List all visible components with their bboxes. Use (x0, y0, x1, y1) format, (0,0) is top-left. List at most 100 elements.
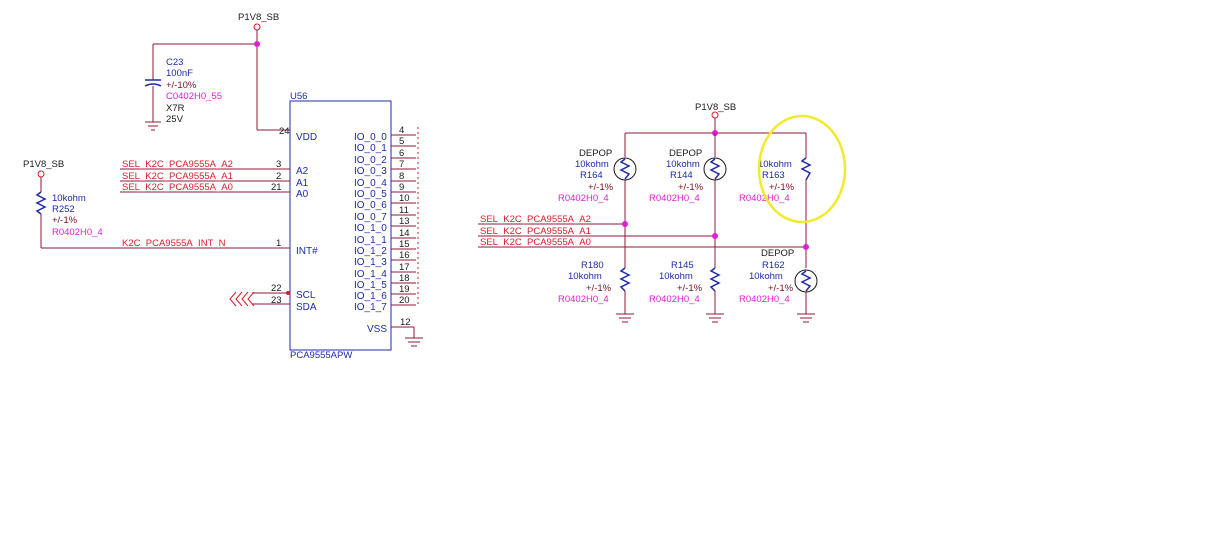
io-pin-label: IO_0_0 (354, 132, 387, 143)
r162-ref: R162 (762, 260, 785, 271)
net-label-a1-left: SEL_K2C_PCA9555A_A1 (122, 171, 233, 182)
net-label-a2-right: SEL_K2C_PCA9555A_A2 (480, 214, 591, 225)
junction-dot (254, 41, 260, 47)
resistor-r252: 10kohm R252 +/-1% R0402H0_4 (35, 191, 103, 238)
resistor-r163: 10kohm R163 +/-1% R0402H0_4 (739, 157, 812, 204)
io-pin-label: IO_1_6 (354, 291, 387, 302)
pin-vdd-label: VDD (296, 132, 317, 143)
pin-a1-num: 2 (276, 171, 281, 182)
c23-ref: C23 (166, 57, 183, 68)
io-pin-num: 20 (399, 295, 410, 306)
r144-footprint: R0402H0_4 (649, 193, 700, 204)
pin-a2-num: 3 (276, 159, 281, 170)
pin-a0-num: 21 (271, 182, 282, 193)
pin-scl-label: SCL (296, 290, 316, 301)
io-pin-label: IO_0_7 (354, 212, 387, 223)
ground-icon (706, 313, 724, 323)
r180-tol: +/-1% (586, 283, 612, 294)
io-pin-label: IO_1_0 (354, 223, 387, 234)
pin-int-label: INT# (296, 246, 318, 257)
ground-icon (405, 337, 423, 347)
r145-footprint: R0402H0_4 (649, 294, 700, 305)
io-pin-num: 11 (399, 205, 409, 216)
highlight-circle (757, 114, 847, 224)
power-symbol-left: P1V8_SB (23, 159, 64, 178)
r180-ref: R180 (581, 260, 604, 271)
power-label-right: P1V8_SB (695, 102, 736, 113)
r162-footprint: R0402H0_4 (739, 294, 790, 305)
c23-tol: +/-10% (166, 80, 197, 91)
r162-tol: +/-1% (768, 283, 794, 294)
junction-dot (803, 244, 809, 250)
io-pin-group: IO_0_0 IO_0_1 IO_0_2 IO_0_3 IO_0_4 IO_0_… (354, 125, 410, 313)
pin-a1-label: A1 (296, 178, 309, 189)
pin-vss-label: VSS (367, 324, 387, 335)
r164-depop: DEPOP (579, 148, 612, 159)
chip-u56: U56 PCA9555APW VDD 24 A2 A1 A0 INT# SCL … (271, 91, 411, 361)
ground-icon (797, 313, 815, 323)
io-pin-num: 15 (399, 239, 410, 250)
pin-sda-num: 23 (271, 295, 282, 306)
io-pin-label: IO_1_1 (354, 235, 387, 246)
io-pin-label: IO_0_1 (354, 143, 387, 154)
c23-voltage: 25V (166, 114, 184, 125)
c23-dielectric: X7R (166, 103, 185, 114)
r164-footprint: R0402H0_4 (558, 193, 609, 204)
io-pin-num: 9 (399, 182, 404, 193)
power-symbol-right: P1V8_SB (695, 102, 736, 119)
io-pin-num: 19 (399, 284, 410, 295)
power-symbol-top: P1V8_SB (238, 12, 279, 31)
r163-ref: R163 (762, 170, 785, 181)
resistor-r145: R145 10kohm +/-1% R0402H0_4 (649, 260, 721, 305)
r164-tol: +/-1% (588, 182, 614, 193)
io-pin-label: IO_0_5 (354, 189, 387, 200)
r252-footprint: R0402H0_4 (52, 227, 103, 238)
r164-ref: R164 (580, 170, 603, 181)
io-pin-num: 18 (399, 273, 410, 284)
r144-value: 10kohm (666, 159, 700, 170)
resistor-r144: DEPOP 10kohm R144 +/-1% R0402H0_4 (649, 148, 727, 204)
r164-value: 10kohm (575, 159, 609, 170)
junction-dot (712, 233, 718, 239)
u56-part: PCA9555APW (290, 350, 352, 361)
resistor-r180: R180 10kohm +/-1% R0402H0_4 (558, 260, 631, 305)
io-pin-num: 16 (399, 250, 410, 261)
r180-footprint: R0402H0_4 (558, 294, 609, 305)
pin-vdd-num: 24 (279, 126, 290, 137)
r252-value: 10kohm (52, 193, 86, 204)
resistor-r162: DEPOP R162 10kohm +/-1% R0402H0_4 (739, 248, 818, 305)
r163-footprint: R0402H0_4 (739, 193, 790, 204)
net-label-a0-left: SEL_K2C_PCA9555A_A0 (122, 182, 233, 193)
io-pin-label: IO_1_7 (354, 302, 387, 313)
u56-ref: U56 (290, 91, 307, 102)
net-label-a1-right: SEL_K2C_PCA9555A_A1 (480, 226, 591, 237)
net-label-a2-left: SEL_K2C_PCA9555A_A2 (122, 159, 233, 170)
io-pin-label: IO_1_5 (354, 280, 387, 291)
io-pin-num: 14 (399, 228, 410, 239)
pin-sda-label: SDA (296, 302, 317, 313)
offpage-connector-icon (229, 291, 255, 307)
io-pin-label: IO_0_6 (354, 200, 387, 211)
r162-value: 10kohm (749, 271, 783, 282)
r145-value: 10kohm (659, 271, 693, 282)
io-pin-label: IO_1_4 (354, 269, 387, 280)
io-pin-num: 13 (399, 216, 410, 227)
net-label-int: K2C_PCA9555A_INT_N (122, 238, 226, 249)
power-label-top: P1V8_SB (238, 12, 279, 23)
io-pin-num: 10 (399, 193, 410, 204)
power-label-left: P1V8_SB (23, 159, 64, 170)
r162-depop: DEPOP (761, 248, 794, 259)
r180-value: 10kohm (568, 271, 602, 282)
c23-footprint: C0402H0_55 (166, 91, 222, 102)
net-label-a0-right: SEL_K2C_PCA9555A_A0 (480, 237, 591, 248)
io-pin-label: IO_0_4 (354, 178, 387, 189)
r252-tol: +/-1% (52, 215, 78, 226)
io-pin-label: IO_0_3 (354, 166, 387, 177)
io-pin-num: 4 (399, 125, 404, 136)
pin-int-num: 1 (276, 238, 281, 249)
r163-value: 10kohm (758, 159, 792, 170)
io-pin-num: 7 (399, 159, 404, 170)
r144-ref: R144 (670, 170, 693, 181)
pin-a0-label: A0 (296, 189, 309, 200)
